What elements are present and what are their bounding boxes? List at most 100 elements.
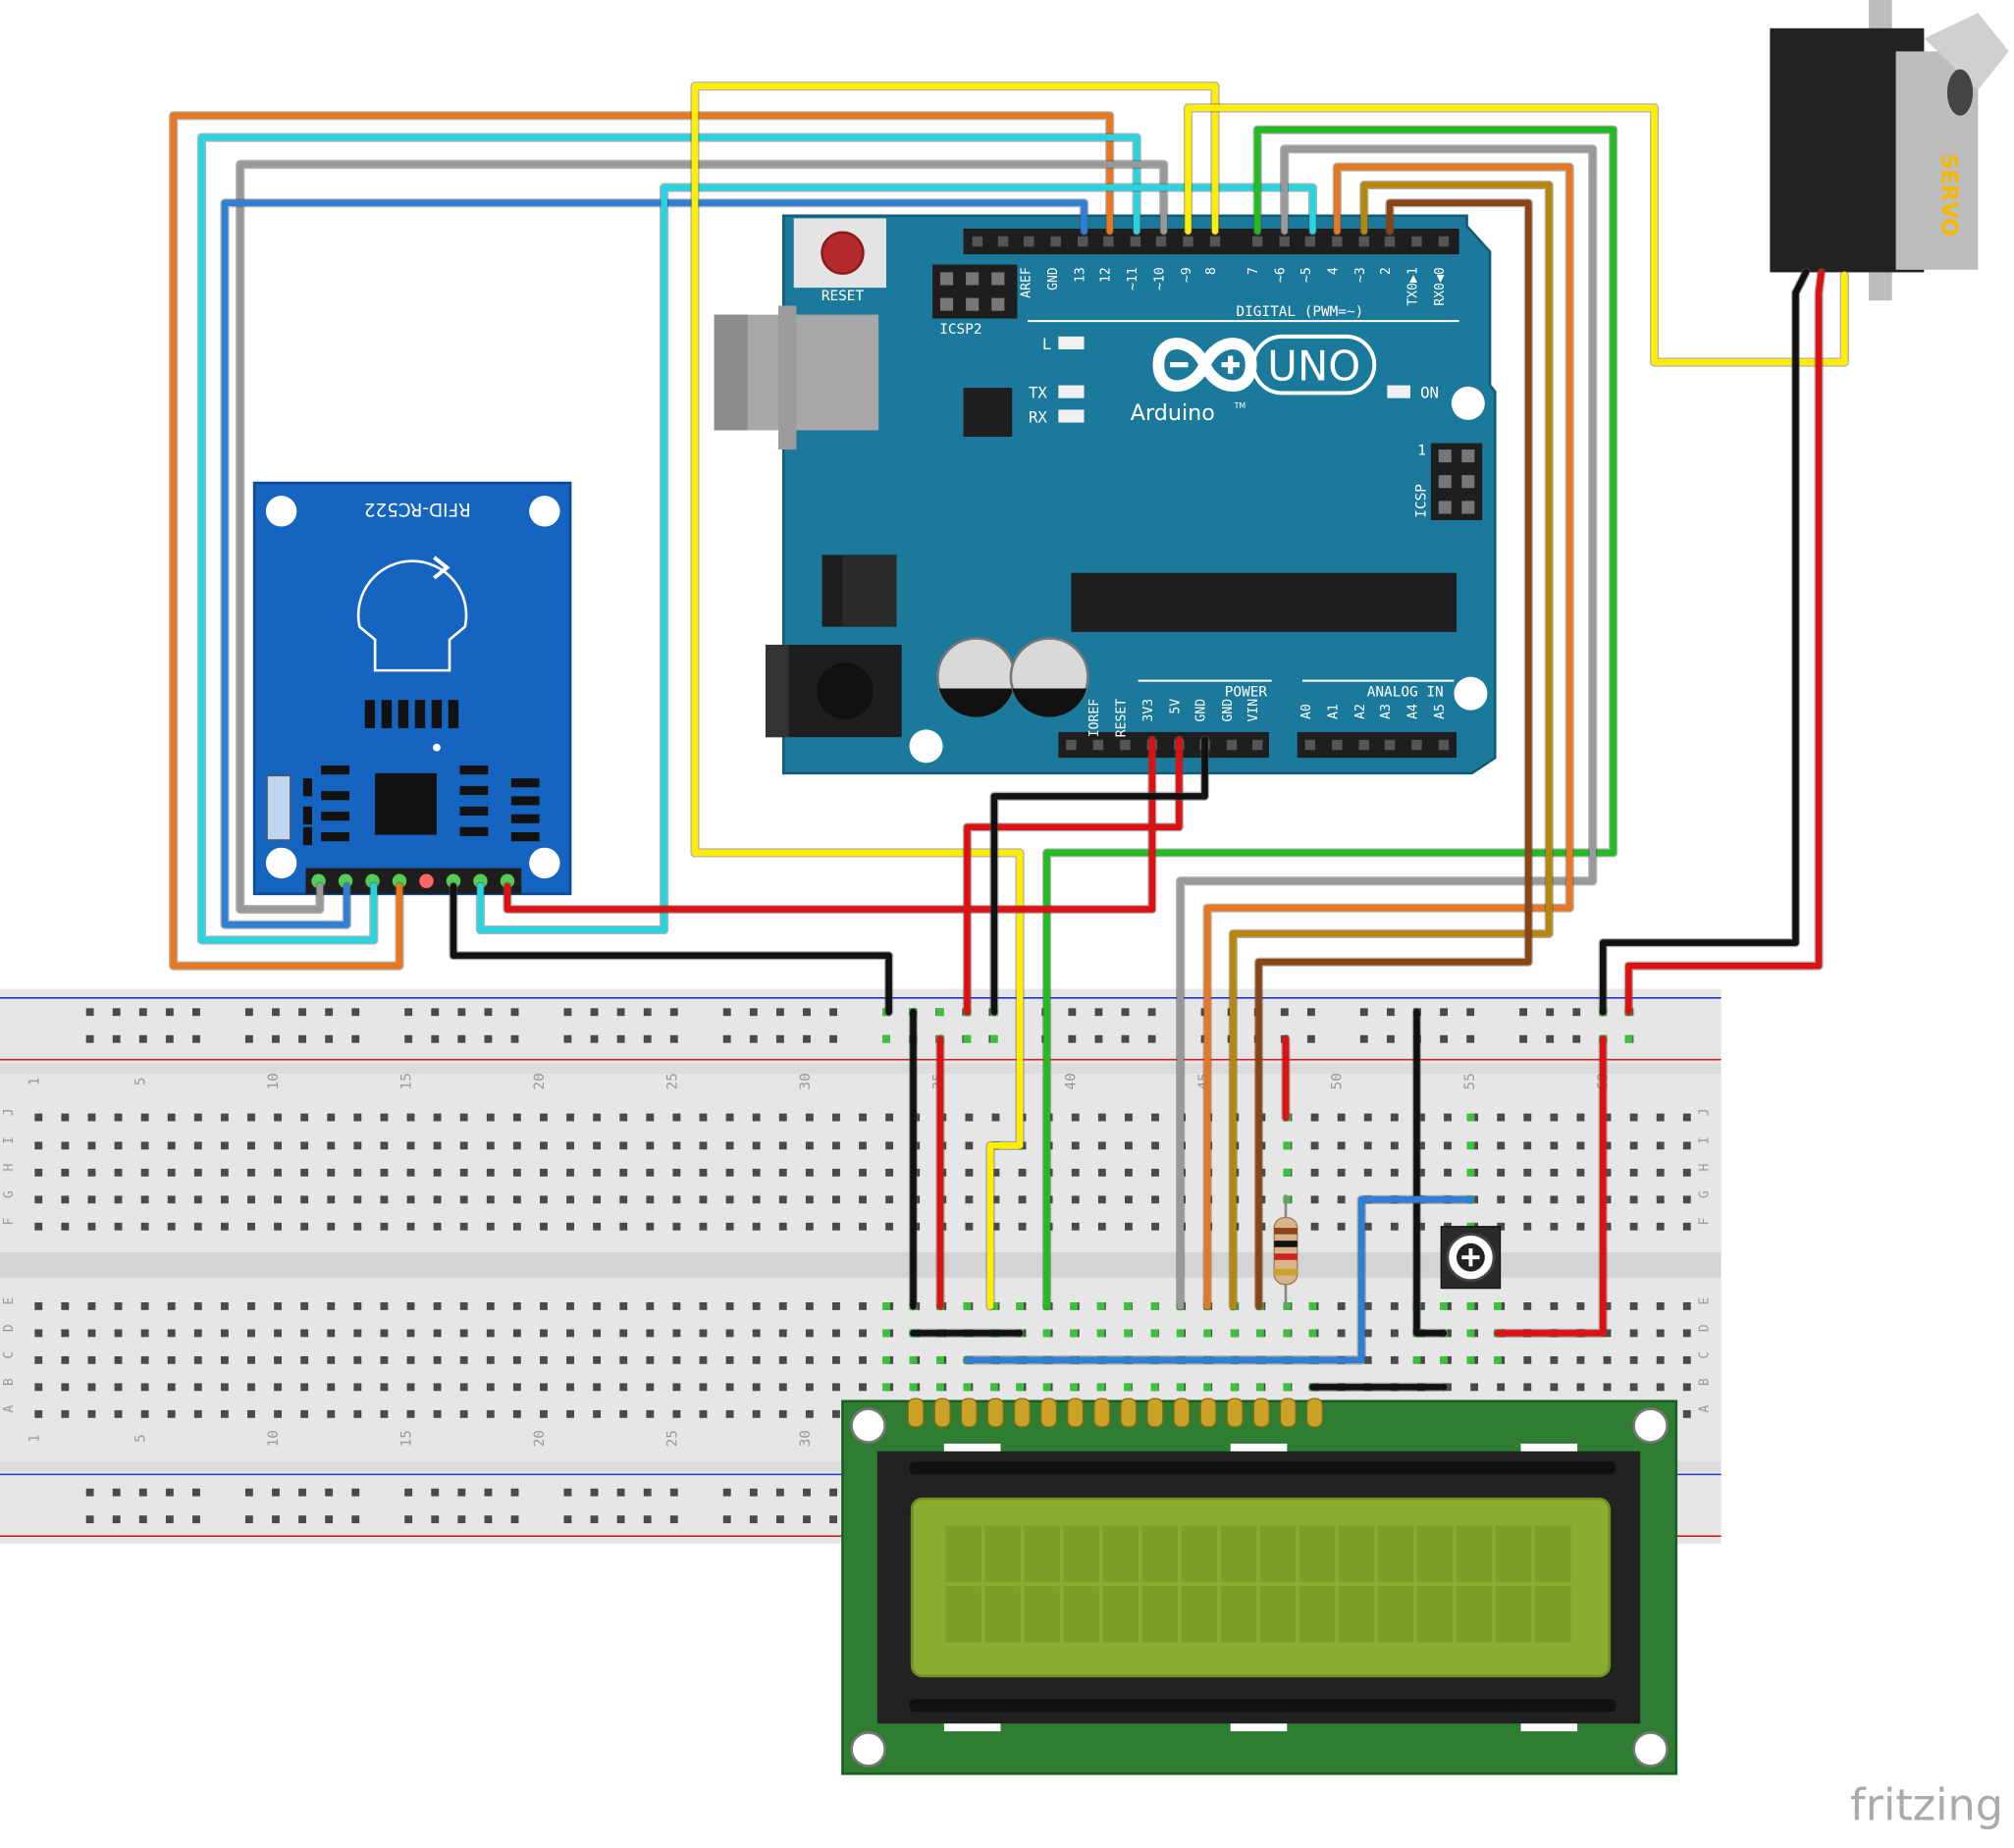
header-pin — [1130, 236, 1141, 247]
breadboard-hole — [1603, 1168, 1612, 1177]
lcd-cell — [1102, 1586, 1140, 1643]
connected-hole — [1624, 1034, 1633, 1043]
breadboard-hole — [859, 1195, 867, 1204]
row-letter: F — [2, 1217, 17, 1225]
led-l-label: L — [1042, 335, 1051, 353]
header-pin — [1103, 236, 1114, 247]
smd-part — [459, 806, 489, 817]
breadboard-hole — [300, 1329, 309, 1338]
breadboard-hole — [247, 1113, 255, 1122]
breadboard-hole — [34, 1141, 43, 1150]
breadboard-hole — [274, 1301, 282, 1310]
servo-horn-tip — [1924, 13, 2009, 90]
rail-hole — [484, 1488, 493, 1497]
breadboard-hole — [593, 1383, 602, 1392]
breadboard-hole — [380, 1355, 389, 1364]
breadboard-hole — [1071, 1222, 1080, 1231]
breadboard-hole — [699, 1409, 708, 1418]
rail-hole — [457, 1008, 466, 1017]
breadboard-hole — [699, 1222, 708, 1231]
connected-hole — [1283, 1141, 1292, 1150]
power-pin-label: 3V3 — [1141, 699, 1156, 722]
rail-hole — [803, 1488, 811, 1497]
breadboard-hole — [1470, 1383, 1479, 1392]
breadboard-hole — [406, 1113, 415, 1122]
breadboard-hole — [1390, 1355, 1399, 1364]
rail-hole — [85, 1008, 94, 1017]
lcd-cell — [1377, 1586, 1414, 1643]
breadboard-hole — [433, 1383, 442, 1392]
header-pin — [1279, 236, 1290, 247]
breadboard-hole — [725, 1409, 734, 1418]
mount-hole — [850, 1407, 886, 1444]
breadboard-hole — [1444, 1113, 1452, 1122]
breadboard-hole — [778, 1113, 787, 1122]
rail-hole — [404, 1488, 413, 1497]
breadboard-hole — [566, 1383, 574, 1392]
connected-hole — [1203, 1329, 1212, 1338]
connected-hole — [1283, 1168, 1292, 1177]
led-rx-label: RX — [1029, 408, 1047, 427]
connected-hole — [1255, 1329, 1264, 1338]
rail-hole — [112, 1008, 121, 1017]
breadboard-hole — [327, 1301, 336, 1310]
breadboard-hole — [725, 1329, 734, 1338]
breadboard-hole — [991, 1113, 1000, 1122]
breadboard-hole — [61, 1409, 70, 1418]
connected-hole — [1176, 1329, 1185, 1338]
row-letter: E — [1698, 1297, 1713, 1305]
breadboard-hole — [832, 1141, 840, 1150]
rail-hole — [484, 1515, 493, 1524]
connected-hole — [1466, 1141, 1475, 1150]
breadboard-hole — [593, 1195, 602, 1204]
breadboard-hole — [619, 1301, 628, 1310]
lcd-cell — [984, 1525, 1021, 1583]
breadboard-hole — [646, 1409, 655, 1418]
rail-hole — [1519, 1034, 1528, 1043]
breadboard-hole — [1629, 1329, 1638, 1338]
rail-hole — [1546, 1008, 1555, 1017]
capacitor-right — [1009, 637, 1089, 717]
connected-hole — [989, 1034, 998, 1043]
rail-hole — [431, 1008, 440, 1017]
breadboard-hole — [459, 1301, 468, 1310]
rail-hole — [1147, 1008, 1156, 1017]
rail-hole — [1466, 1034, 1475, 1043]
breadboard-hole — [1656, 1301, 1665, 1310]
rfid-rc522: RFID-RC522 — [252, 481, 572, 896]
breadboard-hole — [220, 1409, 229, 1418]
breadboard-hole — [486, 1168, 495, 1177]
breadboard-hole — [406, 1329, 415, 1338]
breadboard-hole — [699, 1329, 708, 1338]
breadboard-hole — [593, 1355, 602, 1364]
header-pin — [1358, 739, 1370, 751]
breadboard-hole — [512, 1355, 521, 1364]
breadboard-hole — [619, 1113, 628, 1122]
breadboard-hole — [1656, 1141, 1665, 1150]
breadboard-hole — [1550, 1222, 1559, 1231]
header-pin — [1384, 236, 1396, 247]
connected-hole — [1042, 1383, 1051, 1392]
breadboard-hole — [247, 1383, 255, 1392]
lcd-cell — [1024, 1586, 1060, 1643]
reset-button[interactable] — [821, 231, 865, 276]
breadboard-hole — [87, 1195, 96, 1204]
lcd-cell — [945, 1586, 981, 1643]
rail-hole — [244, 1034, 253, 1043]
breadboard-hole — [87, 1301, 96, 1310]
breadboard-hole — [1603, 1141, 1612, 1150]
breadboard-hole — [61, 1113, 70, 1122]
column-number: 5 — [133, 1078, 149, 1086]
breadboard-hole — [1337, 1222, 1346, 1231]
breadboard-hole — [1576, 1222, 1585, 1231]
potentiometer[interactable] — [1440, 1226, 1502, 1290]
breadboard-hole — [114, 1222, 123, 1231]
breadboard-hole — [140, 1113, 149, 1122]
connected-hole — [882, 1301, 890, 1310]
breadboard-hole — [1363, 1355, 1372, 1364]
lcd-pin — [1199, 1398, 1217, 1428]
rail-hole — [616, 1008, 625, 1017]
breadboard-hole — [140, 1355, 149, 1364]
rail-hole — [829, 1008, 837, 1017]
